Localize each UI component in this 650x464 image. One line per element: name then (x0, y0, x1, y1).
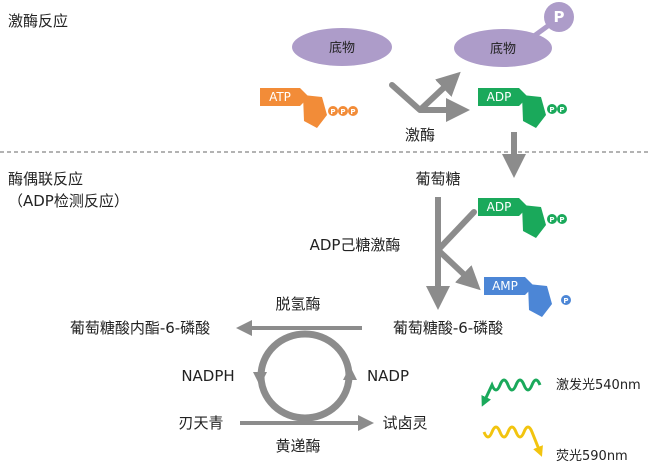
substrate-label: 底物 (329, 40, 355, 56)
cycle-down-arrow-icon (253, 372, 267, 386)
phosphate-icon (547, 214, 557, 224)
resazurin-label: 刃天青 (178, 414, 223, 432)
redox-cycle (253, 330, 357, 422)
phospho-substrate-label: 底物 (490, 41, 516, 57)
adp-top-label: ADP (487, 90, 512, 104)
nadph-label: NADPH (181, 367, 234, 385)
phosphate-icon (561, 295, 571, 305)
excitation-label: 激发光540nm (556, 377, 641, 393)
phosphate-icon (557, 214, 567, 224)
svg-text:P: P (549, 106, 554, 114)
phospho-substrate-node: P 底物 (454, 2, 574, 67)
phosphate-icon (338, 106, 348, 116)
phosphate-group-icon (544, 2, 574, 32)
svg-text:P: P (350, 108, 355, 116)
phosphate-icon (557, 104, 567, 114)
svg-text:P: P (549, 216, 554, 224)
phosphate-icon (328, 106, 338, 116)
excitation-light-icon (481, 378, 542, 407)
g6p-label: 葡萄糖酸-6-磷酸 (393, 319, 503, 337)
resorufin-label: 试卤灵 (382, 414, 427, 432)
phosphate-icon (547, 104, 557, 114)
section-coupled-subtitle: （ADP检测反应） (8, 192, 129, 210)
adp-molecule-mid: ADP P P (478, 198, 567, 238)
lactone-label: 葡萄糖酸内酯-6-磷酸 (70, 319, 210, 337)
glucose-label: 葡萄糖 (415, 170, 460, 188)
svg-text:P: P (559, 106, 564, 114)
kinase-label: 激酶 (405, 126, 435, 144)
atp-molecule: ATP P P P (260, 88, 358, 128)
adp-hexokinase-label: ADP己糖激酶 (310, 236, 401, 254)
amp-label: AMP (492, 279, 518, 293)
section-coupled-title: 酶偶联反应 (8, 170, 83, 188)
nadp-label: NADP (367, 367, 409, 385)
svg-text:P: P (330, 108, 335, 116)
svg-text:P: P (563, 297, 568, 305)
emission-light-icon (482, 425, 543, 457)
section-kinase-title: 激酶反应 (8, 12, 68, 30)
svg-text:P: P (340, 108, 345, 116)
hexokinase-reaction-arrow (426, 197, 481, 310)
atp-ribose-icon (303, 95, 327, 128)
adp-molecule-top: ADP P P (478, 88, 567, 128)
substrate-node: 底物 (292, 28, 392, 66)
phosphate-icon (348, 106, 358, 116)
emission-label: 荧光590nm (556, 449, 628, 464)
dehydrogenase-label: 脱氢酶 (275, 295, 320, 313)
amp-molecule: AMP P (484, 277, 571, 317)
kinase-reaction-arrow (389, 71, 470, 122)
phosphate-big-label: P (554, 8, 565, 26)
atp-label: ATP (269, 90, 291, 104)
diaphorase-label: 黄递酶 (275, 437, 320, 455)
cycle-up-arrow-icon (343, 366, 357, 380)
svg-text:P: P (559, 216, 564, 224)
adp-mid-label: ADP (487, 200, 512, 214)
